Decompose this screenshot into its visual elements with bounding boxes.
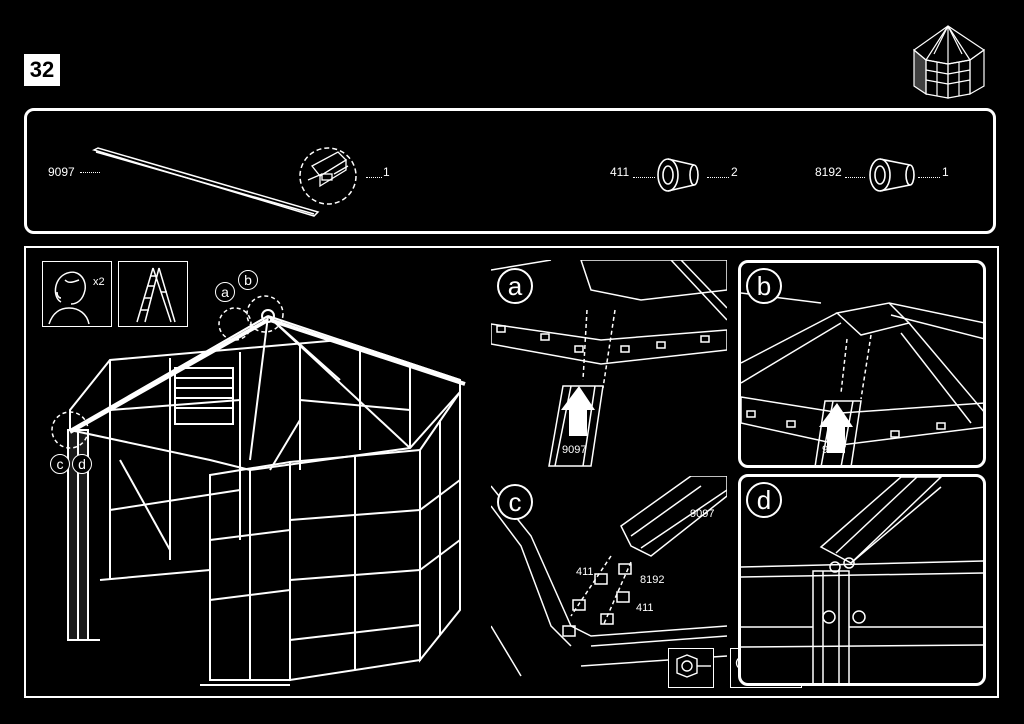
greenhouse-frame-drawing	[40, 280, 480, 690]
part-qty-9097: 1	[383, 165, 390, 179]
step-number: 32	[24, 54, 60, 86]
detail-d-badge: d	[746, 482, 782, 518]
two-persons-icon	[42, 261, 112, 327]
leader-dots	[707, 177, 729, 178]
callout-c: c	[50, 454, 70, 474]
profile-bar-icon	[88, 140, 328, 220]
detail-c-badge: c	[497, 484, 533, 520]
leader-dots	[80, 172, 100, 173]
parts-list	[24, 108, 996, 234]
part-qty-8192: 1	[942, 165, 949, 179]
detail-a-part-label: 9097	[562, 444, 587, 456]
detail-panel-c	[491, 476, 727, 686]
bushing-icon	[866, 154, 918, 196]
ladder-icon	[118, 261, 188, 327]
detail-b-part-label: 9097	[822, 444, 847, 456]
detail-b-badge: b	[746, 268, 782, 304]
helpers-count: x2	[93, 276, 105, 288]
detail-panel-a	[491, 260, 727, 468]
part-code-8192: 8192	[815, 165, 842, 179]
callout-d: d	[72, 454, 92, 474]
part-code-411: 411	[610, 165, 630, 179]
bushing-icon	[654, 154, 702, 196]
assembly-area	[24, 246, 999, 698]
leader-dots	[918, 177, 940, 178]
greenhouse-thumbnail-icon	[904, 20, 994, 100]
callout-a: a	[215, 282, 235, 302]
detail-c-label-8192: 8192	[640, 574, 665, 586]
leader-dots	[633, 177, 655, 178]
detail-c-label-411: 411	[576, 566, 594, 578]
leader-dots	[366, 177, 382, 178]
callout-b: b	[238, 270, 258, 290]
detail-c-label-9097: 9097	[690, 508, 715, 520]
leader-dots	[845, 177, 865, 178]
profile-detail-magnifier-icon	[298, 146, 358, 206]
nut-detail-icon	[668, 648, 714, 688]
part-qty-411: 2	[731, 165, 738, 179]
detail-a-badge: a	[497, 268, 533, 304]
part-code-9097: 9097	[48, 165, 75, 179]
detail-c-label-411-lower: 411	[636, 602, 654, 614]
